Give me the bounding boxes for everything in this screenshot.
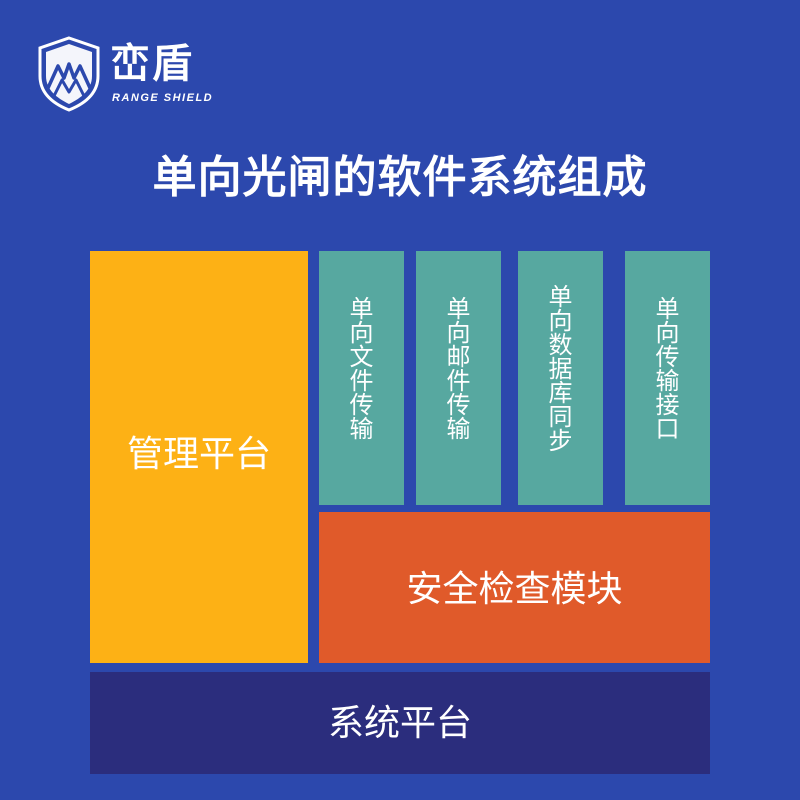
module-db-sync-block: 单向数据库同步 — [518, 251, 603, 505]
system-platform-label: 系统平台 — [327, 703, 472, 744]
module-file-transfer-label: 单向文件传输 — [349, 295, 374, 443]
brand-name-cn: 峦盾 — [110, 41, 194, 87]
module-mail-transfer-block: 单向邮件传输 — [416, 251, 501, 505]
module-db-sync-label: 单向数据库同步 — [548, 283, 573, 455]
brand-logo: 峦盾 RANGE SHIELD — [36, 36, 216, 116]
security-check-label: 安全检查模块 — [406, 569, 623, 610]
shield-logo-icon — [38, 36, 100, 112]
security-check-block: 安全检查模块 — [319, 512, 710, 663]
module-mail-transfer-label: 单向邮件传输 — [446, 295, 471, 443]
module-transfer-interface-block: 单向传输接口 — [625, 251, 710, 505]
management-platform-block: 管理平台 — [90, 251, 308, 663]
system-platform-block: 系统平台 — [90, 672, 710, 774]
brand-name-en: RANGE SHIELD — [112, 92, 214, 104]
management-platform-label: 管理平台 — [126, 434, 271, 475]
diagram-title: 单向光闸的软件系统组成 — [152, 152, 648, 203]
module-transfer-interface-label: 单向传输接口 — [655, 295, 680, 443]
module-file-transfer-block: 单向文件传输 — [319, 251, 404, 505]
